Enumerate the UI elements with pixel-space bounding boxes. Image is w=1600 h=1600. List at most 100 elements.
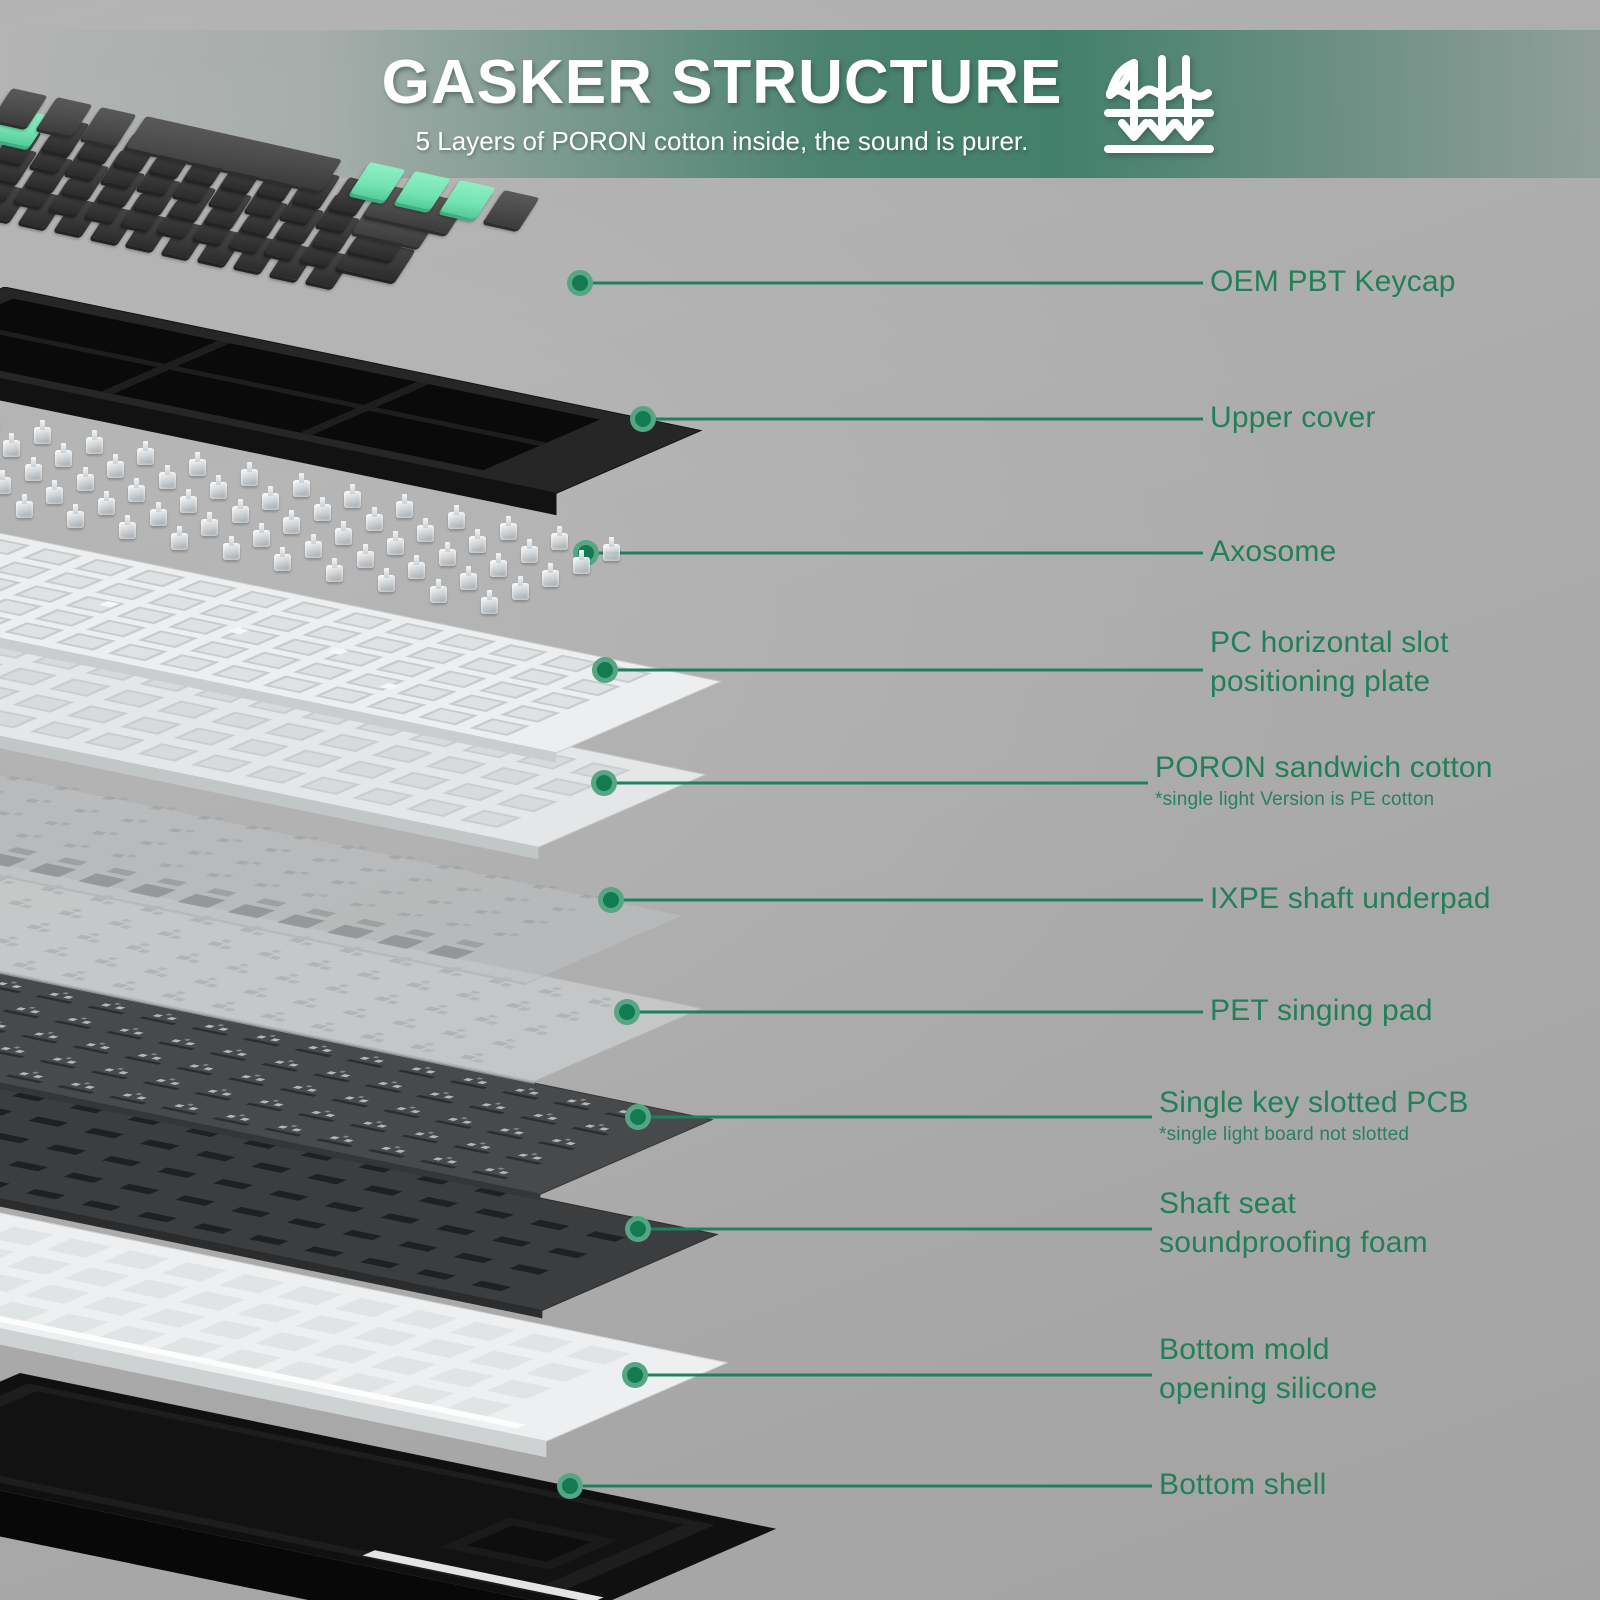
callout-label-axosome: Axosome (1210, 535, 1337, 568)
upper-cover (0, 287, 703, 516)
callout-dot-bottom-mold-opening-silicone[interactable] (622, 1362, 648, 1388)
callout-label-oem-pbt-keycap: OEM PBT Keycap (1210, 265, 1456, 298)
switch (490, 552, 508, 577)
switch (460, 565, 478, 590)
keycap (484, 189, 541, 229)
switch (602, 536, 620, 561)
callout-leader-line (604, 781, 1148, 785)
callout-label-upper-cover: Upper cover (1210, 401, 1376, 434)
callout-label-pc-horizontal-slot-positioning-plate: PC horizontal slot positioning plate (1210, 626, 1449, 698)
switch (335, 520, 353, 545)
switch (201, 512, 219, 537)
switch (377, 568, 395, 593)
switch (137, 440, 155, 465)
switch (274, 546, 292, 571)
callout-label-ixpe-shaft-underpad: IXPE shaft underpad (1210, 882, 1491, 915)
switch (85, 430, 103, 455)
switch (262, 486, 280, 511)
switch (447, 504, 465, 529)
switch (119, 515, 137, 539)
pet-singing-pad (0, 863, 704, 1085)
switch (511, 576, 529, 601)
callout-dot-ixpe-shaft-underpad[interactable] (598, 887, 624, 913)
callout-label-shaft-seat-soundproofing-foam: Shaft seat soundproofing foam (1159, 1187, 1428, 1259)
ixpe-shaft-underpad (0, 774, 685, 986)
switch (24, 456, 42, 481)
switch (240, 462, 258, 487)
switch (551, 526, 569, 551)
callout-dot-upper-cover[interactable] (630, 406, 656, 432)
switch (67, 504, 85, 529)
shaft-seat-soundproofing-foam (0, 1086, 719, 1319)
switch (386, 531, 404, 556)
callout-label-single-key-slotted-pcb: Single key slotted PCB*single light boar… (1159, 1083, 1469, 1148)
switch (253, 523, 271, 548)
sound-absorption-layers-icon (1100, 47, 1218, 164)
callout-dot-bottom-shell[interactable] (557, 1473, 583, 1499)
switch (231, 499, 249, 524)
switch (356, 544, 374, 569)
switch (55, 443, 73, 468)
switch (499, 515, 517, 540)
callout-leader-line (638, 1115, 1152, 1119)
switch (438, 541, 456, 566)
callout-dot-pc-horizontal-slot-positioning-plate[interactable] (592, 657, 618, 683)
callout-label-pet-singing-pad: PET singing pad (1210, 994, 1433, 1027)
header-texts: GASKER STRUCTURE 5 Layers of PORON cotto… (381, 47, 1063, 157)
switch (128, 477, 146, 502)
switch (283, 509, 301, 534)
callout-leader-line (605, 668, 1203, 672)
switch (542, 563, 560, 588)
switch (396, 494, 414, 519)
pc-horizontal-slot-positioning-plate (0, 532, 723, 763)
page-title: GASKER STRUCTURE (381, 47, 1063, 117)
switch (408, 555, 426, 580)
page-subtitle: 5 Layers of PORON cotton inside, the sou… (415, 125, 1029, 156)
callout-dot-single-key-slotted-pcb[interactable] (625, 1104, 651, 1130)
switch (180, 488, 197, 513)
switch (158, 464, 176, 489)
callout-leader-line (570, 1484, 1152, 1488)
callout-dot-pet-singing-pad[interactable] (614, 999, 640, 1025)
callout-label-bottom-mold-opening-silicone: Bottom mold opening silicone (1159, 1333, 1378, 1405)
callout-leader-line (635, 1373, 1152, 1377)
switch (106, 454, 124, 479)
callout-leader-line (627, 1010, 1203, 1014)
callout-note-single-key-slotted-pcb: *single light board not slotted (1159, 1124, 1410, 1145)
switch (365, 507, 383, 532)
callout-label-poron-sandwich-cotton: PORON sandwich cotton*single light Versi… (1155, 748, 1493, 813)
switch (572, 550, 590, 575)
switch (33, 419, 51, 444)
switch (344, 483, 362, 508)
switch (481, 589, 499, 614)
callout-note-poron-sandwich-cotton: *single light Version is PE cotton (1155, 789, 1435, 810)
switch (97, 491, 115, 516)
callout-leader-line (586, 551, 1203, 555)
switch (429, 578, 447, 603)
switch (0, 469, 12, 494)
switch (76, 467, 94, 492)
switch (15, 493, 33, 518)
switch (313, 496, 331, 521)
callout-leader-line (611, 898, 1203, 902)
switch (292, 472, 310, 497)
switch (210, 475, 228, 500)
switch (189, 451, 207, 476)
callout-dot-poron-sandwich-cotton[interactable] (591, 770, 617, 796)
bottom-mold-opening-silicone (0, 1212, 729, 1458)
callout-label-bottom-shell: Bottom shell (1159, 1468, 1327, 1501)
callout-leader-line (580, 281, 1203, 285)
callout-leader-line (638, 1227, 1152, 1231)
switch (149, 501, 167, 526)
switch (170, 525, 188, 550)
switch (46, 480, 64, 505)
switch (326, 557, 344, 582)
switch (222, 536, 240, 561)
switch (3, 432, 21, 457)
callout-dot-oem-pbt-keycap[interactable] (567, 270, 593, 296)
callout-dot-shaft-seat-soundproofing-foam[interactable] (625, 1216, 651, 1242)
header-banner: GASKER STRUCTURE 5 Layers of PORON cotto… (0, 30, 1600, 178)
single-key-slotted-pcb (0, 972, 714, 1201)
